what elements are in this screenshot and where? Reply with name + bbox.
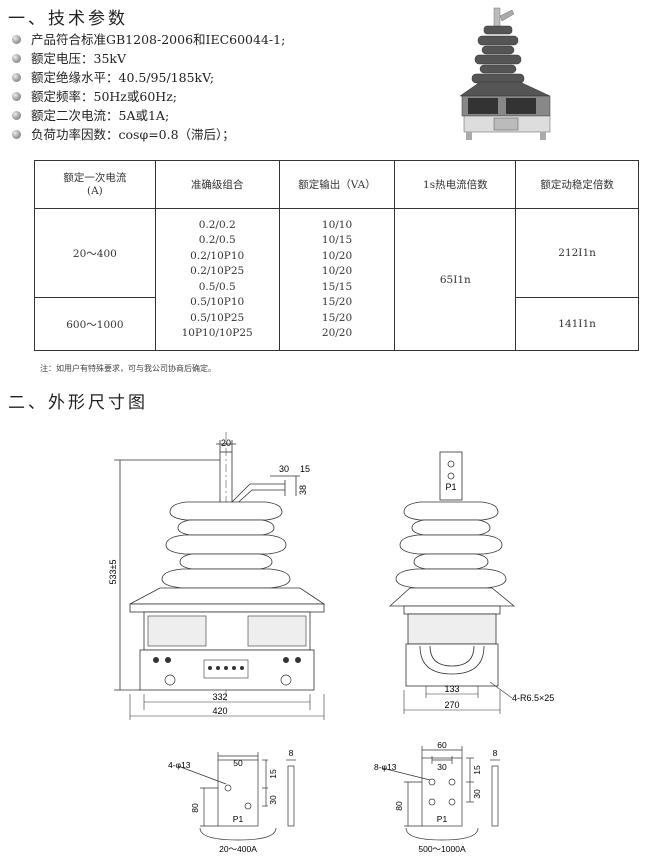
dim-8-b: 8 <box>493 748 498 758</box>
bullet-icon <box>12 73 21 82</box>
table-header: 准确级组合 <box>154 160 280 209</box>
dim-80-b: 80 <box>394 801 404 811</box>
accuracy-item: 0.5/10P10 <box>190 296 245 308</box>
caption-b: 500～1000A <box>418 844 466 854</box>
side-view-drawing: P1 133 270 4-R6.5×25 <box>388 451 554 714</box>
dim-15: 15 <box>300 464 310 474</box>
dim-30v-b: 30 <box>472 789 482 799</box>
dim-30-b: 30 <box>437 762 447 772</box>
dim-50: 50 <box>233 758 243 768</box>
output-item: 20/20 <box>321 327 353 339</box>
holes-label-b: 8-φ13 <box>374 762 397 772</box>
dim-15-b: 15 <box>472 765 482 775</box>
terminal-label-a: P1 <box>233 814 244 824</box>
thermal-cell: 65I1n <box>394 208 517 351</box>
accuracy-item: 0.2/0.2 <box>198 218 236 231</box>
spec-list: 产品符合标准GB1208-2006和IEC60044-1; 额定电压：35kV … <box>12 30 285 144</box>
dim-270: 270 <box>444 700 459 710</box>
dim-332: 332 <box>212 692 227 702</box>
accuracy-item: 0.2/10P10 <box>190 249 245 262</box>
output-item: 10/10 <box>321 218 353 231</box>
accuracy-item: 0.2/0.5 <box>198 234 236 246</box>
section-title-tech: 一、技术参数 <box>8 9 128 29</box>
dim-r65: 4-R6.5×25 <box>512 693 554 703</box>
dim-15-a: 15 <box>268 769 278 779</box>
dim-30: 30 <box>279 464 289 474</box>
table-header: 1s热电流倍数 <box>394 160 517 209</box>
parameter-table: 额定一次电流 (A) 准确级组合 额定输出（VA） 1s热电流倍数 额定动稳定倍… <box>34 160 639 351</box>
accuracy-item: 0.5/10P25 <box>190 311 245 324</box>
spec-item: 额定电压：35kV <box>12 49 285 68</box>
dim-420: 420 <box>212 706 227 716</box>
dim-533: 533±5 <box>108 560 118 585</box>
bullet-icon <box>12 111 21 120</box>
table-cell-current: 20～400 <box>34 208 156 298</box>
dynamic-cell: 212I1n <box>515 208 639 298</box>
terminal-label: P1 <box>445 482 456 492</box>
bullet-icon <box>12 35 21 44</box>
spec-item: 额定绝缘水平：40.5/95/185kV; <box>12 68 285 87</box>
table-header: 额定一次电流 (A) <box>34 160 156 209</box>
table-note: 注：如用户有特殊要求，可与我公司协商后确定。 <box>40 364 216 373</box>
terminal-detail-a: 4-φ13 50 15 30 80 8 P1 20～400A <box>168 748 296 854</box>
accuracy-item: 0.2/10P25 <box>190 265 245 277</box>
table-header: 额定动稳定倍数 <box>515 160 639 209</box>
section-title-dims: 二、外形尺寸图 <box>8 393 148 413</box>
terminal-detail-b: 8-φ13 60 30 15 30 80 8 P1 500～1000A <box>374 740 500 854</box>
bullet-icon <box>12 130 21 139</box>
table-cell-current: 600～1000 <box>34 297 156 351</box>
output-item: 10/20 <box>321 265 353 277</box>
caption-a: 20～400A <box>219 844 257 854</box>
bullet-icon <box>12 54 21 63</box>
output-item: 10/15 <box>321 234 353 246</box>
accuracy-cell: 0.2/0.2 0.2/0.5 0.2/10P10 0.2/10P25 0.5/… <box>154 208 280 351</box>
output-item: 15/20 <box>321 311 353 324</box>
product-photo <box>459 7 551 140</box>
output-cell: 10/10 10/15 10/20 10/20 15/15 15/20 15/2… <box>278 208 396 351</box>
dynamic-cell: 141I1n <box>515 297 639 351</box>
accuracy-item: 10P10/10P25 <box>181 327 253 339</box>
bullet-icon <box>12 92 21 101</box>
dim-60: 60 <box>437 740 447 750</box>
spec-item: 额定二次电流：5A或1A; <box>12 106 285 125</box>
accuracy-item: 0.5/0.5 <box>198 280 236 293</box>
output-item: 15/20 <box>321 296 353 308</box>
dim-38: 38 <box>298 485 308 495</box>
dim-20: 20 <box>221 438 231 448</box>
terminal-label-b: P1 <box>437 814 448 824</box>
holes-label-a: 4-φ13 <box>168 760 191 770</box>
output-item: 15/15 <box>321 280 353 293</box>
spec-item: 额定频率：50Hz或60Hz; <box>12 87 285 106</box>
spec-item: 负荷功率因数：cosφ=0.8（滞后）； <box>12 125 285 144</box>
table-header: 额定输出（VA） <box>278 160 396 209</box>
dim-8-a: 8 <box>289 748 294 758</box>
dim-80-a: 80 <box>190 803 200 813</box>
output-item: 10/20 <box>321 249 353 262</box>
dim-133: 133 <box>444 684 459 694</box>
front-view-drawing: 332 420 20 30 15 38 533±5 <box>108 432 326 720</box>
dim-30-a: 30 <box>268 795 278 805</box>
spec-item: 产品符合标准GB1208-2006和IEC60044-1; <box>12 30 285 49</box>
